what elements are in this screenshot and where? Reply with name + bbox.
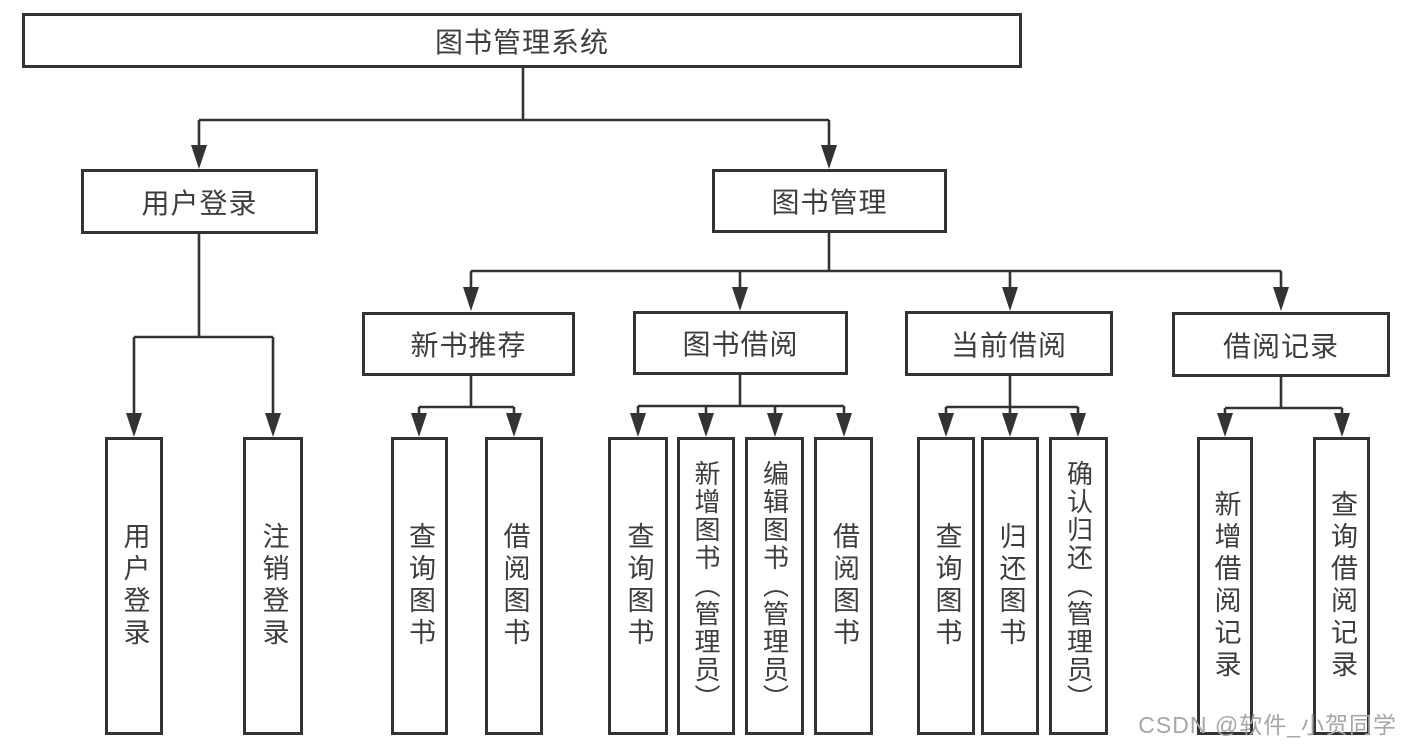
node-leaf-logout: 注销登录: [243, 437, 303, 735]
node-leaf-edit-book-admin: 编辑图书（管理员）: [745, 437, 804, 735]
node-book-borrowing: 图书借阅: [633, 311, 848, 375]
node-leaf-add-borrow-record: 新增借阅记录: [1197, 437, 1253, 735]
node-leaf-query-book-3: 查询图书: [917, 437, 975, 735]
node-root: 图书管理系统: [22, 13, 1022, 68]
node-current-borrowing: 当前借阅: [905, 311, 1113, 376]
node-leaf-add-book-admin: 新增图书（管理员）: [677, 437, 735, 735]
node-new-book-recommend: 新书推荐: [362, 312, 575, 376]
arrowhead-icons: [126, 145, 1350, 437]
node-book-management: 图书管理: [712, 169, 947, 233]
node-leaf-query-book-1: 查询图书: [391, 437, 448, 735]
watermark-text: CSDN @软件_小贺同学: [1138, 712, 1397, 738]
node-leaf-user-login: 用户登录: [105, 437, 163, 735]
node-leaf-borrow-book-1: 借阅图书: [485, 437, 543, 735]
node-leaf-confirm-return-admin: 确认归还（管理员）: [1049, 437, 1108, 735]
node-leaf-query-book-2: 查询图书: [608, 437, 668, 735]
node-leaf-return-book: 归还图书: [981, 437, 1039, 735]
node-user-login: 用户登录: [81, 169, 318, 234]
node-leaf-borrow-book-2: 借阅图书: [814, 437, 873, 735]
node-borrow-records: 借阅记录: [1172, 312, 1390, 377]
node-leaf-query-borrow-record: 查询借阅记录: [1313, 437, 1370, 735]
